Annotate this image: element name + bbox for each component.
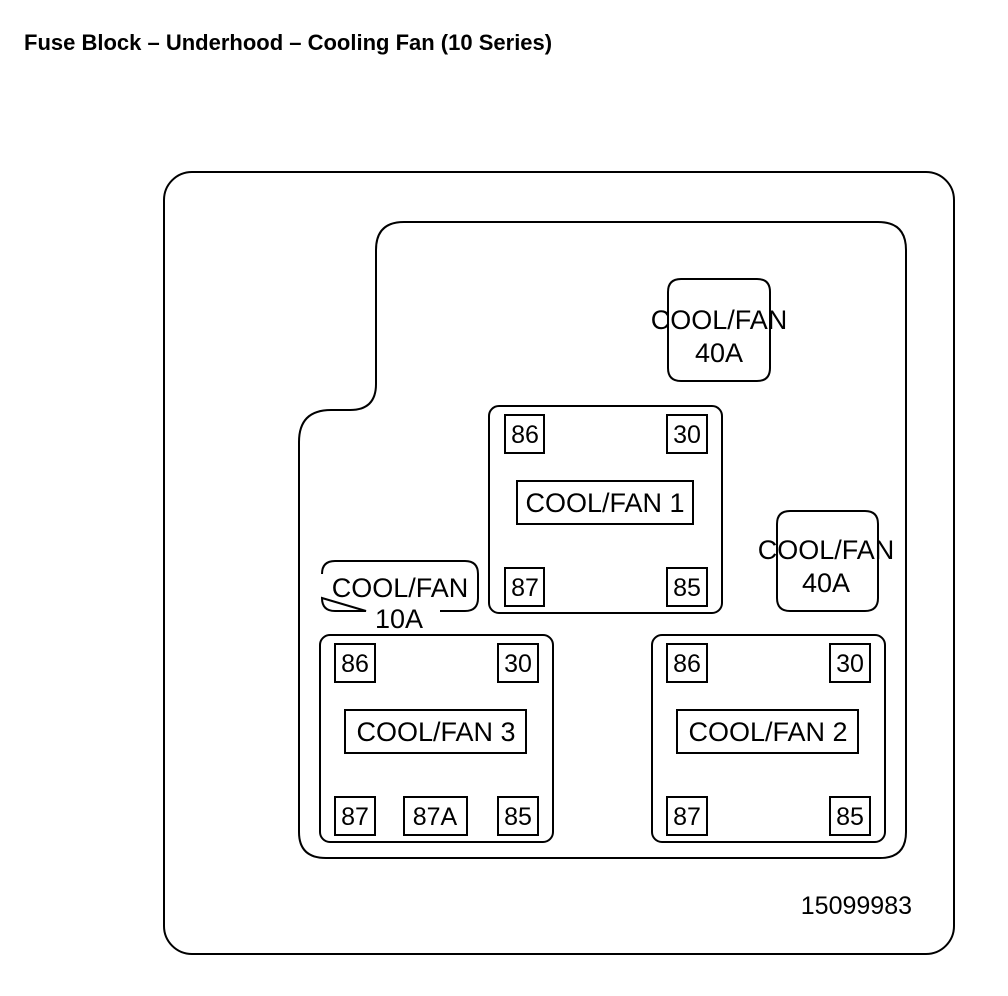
fuse-rating: 10A xyxy=(375,604,423,634)
terminal-label: 30 xyxy=(504,650,532,678)
fuse-cool-fan-40a-top xyxy=(667,278,771,382)
relay-name: COOL/FAN 1 xyxy=(525,488,684,518)
relay-name: COOL/FAN 3 xyxy=(356,717,515,747)
terminal-box xyxy=(334,643,376,683)
fuse-name: COOL/FAN xyxy=(758,535,895,565)
terminal-label: 87 xyxy=(341,803,369,831)
fuse-name: COOL/FAN xyxy=(651,305,788,335)
terminal-label: 30 xyxy=(673,421,701,449)
terminal-box xyxy=(666,567,708,607)
terminal-box xyxy=(497,796,539,836)
fuse-cool-fan-10a xyxy=(320,560,479,612)
relay-cool-fan-2 xyxy=(651,634,886,843)
relay-cool-fan-2-name-box xyxy=(676,709,859,754)
terminal-box xyxy=(666,796,708,836)
terminal-label: 85 xyxy=(673,574,701,602)
fuse-cool-fan-40a-right xyxy=(776,510,879,612)
relay-cool-fan-1 xyxy=(488,405,723,614)
fuse-block-inner-panel xyxy=(298,221,907,859)
fuse-name: COOL/FAN xyxy=(332,573,469,603)
terminal-label: 87 xyxy=(673,803,701,831)
terminal-label: 86 xyxy=(673,650,701,678)
terminal-box xyxy=(497,643,539,683)
terminal-box xyxy=(403,796,468,836)
fuse-rating: 40A xyxy=(695,338,743,368)
part-number: 15099983 xyxy=(801,892,912,920)
fuse-rating: 40A xyxy=(802,568,850,598)
terminal-box xyxy=(666,414,708,454)
page-title: Fuse Block – Underhood – Cooling Fan (10… xyxy=(24,30,553,55)
terminal-box xyxy=(334,796,376,836)
terminal-label: 30 xyxy=(836,650,864,678)
terminal-box xyxy=(504,567,545,607)
terminal-label: 87 xyxy=(511,574,539,602)
terminal-label: 87A xyxy=(413,803,458,831)
relay-cool-fan-3-name-box xyxy=(344,709,527,754)
terminal-label: 86 xyxy=(341,650,369,678)
terminal-box xyxy=(666,643,708,683)
terminal-label: 85 xyxy=(836,803,864,831)
relay-cool-fan-1-name-box xyxy=(516,480,694,525)
terminal-box xyxy=(829,643,871,683)
relay-name: COOL/FAN 2 xyxy=(688,717,847,747)
terminal-label: 86 xyxy=(511,421,539,449)
relay-cool-fan-3 xyxy=(319,634,554,843)
fuse-block-housing xyxy=(163,171,955,955)
terminal-label: 85 xyxy=(504,803,532,831)
terminal-box xyxy=(504,414,545,454)
terminal-box xyxy=(829,796,871,836)
